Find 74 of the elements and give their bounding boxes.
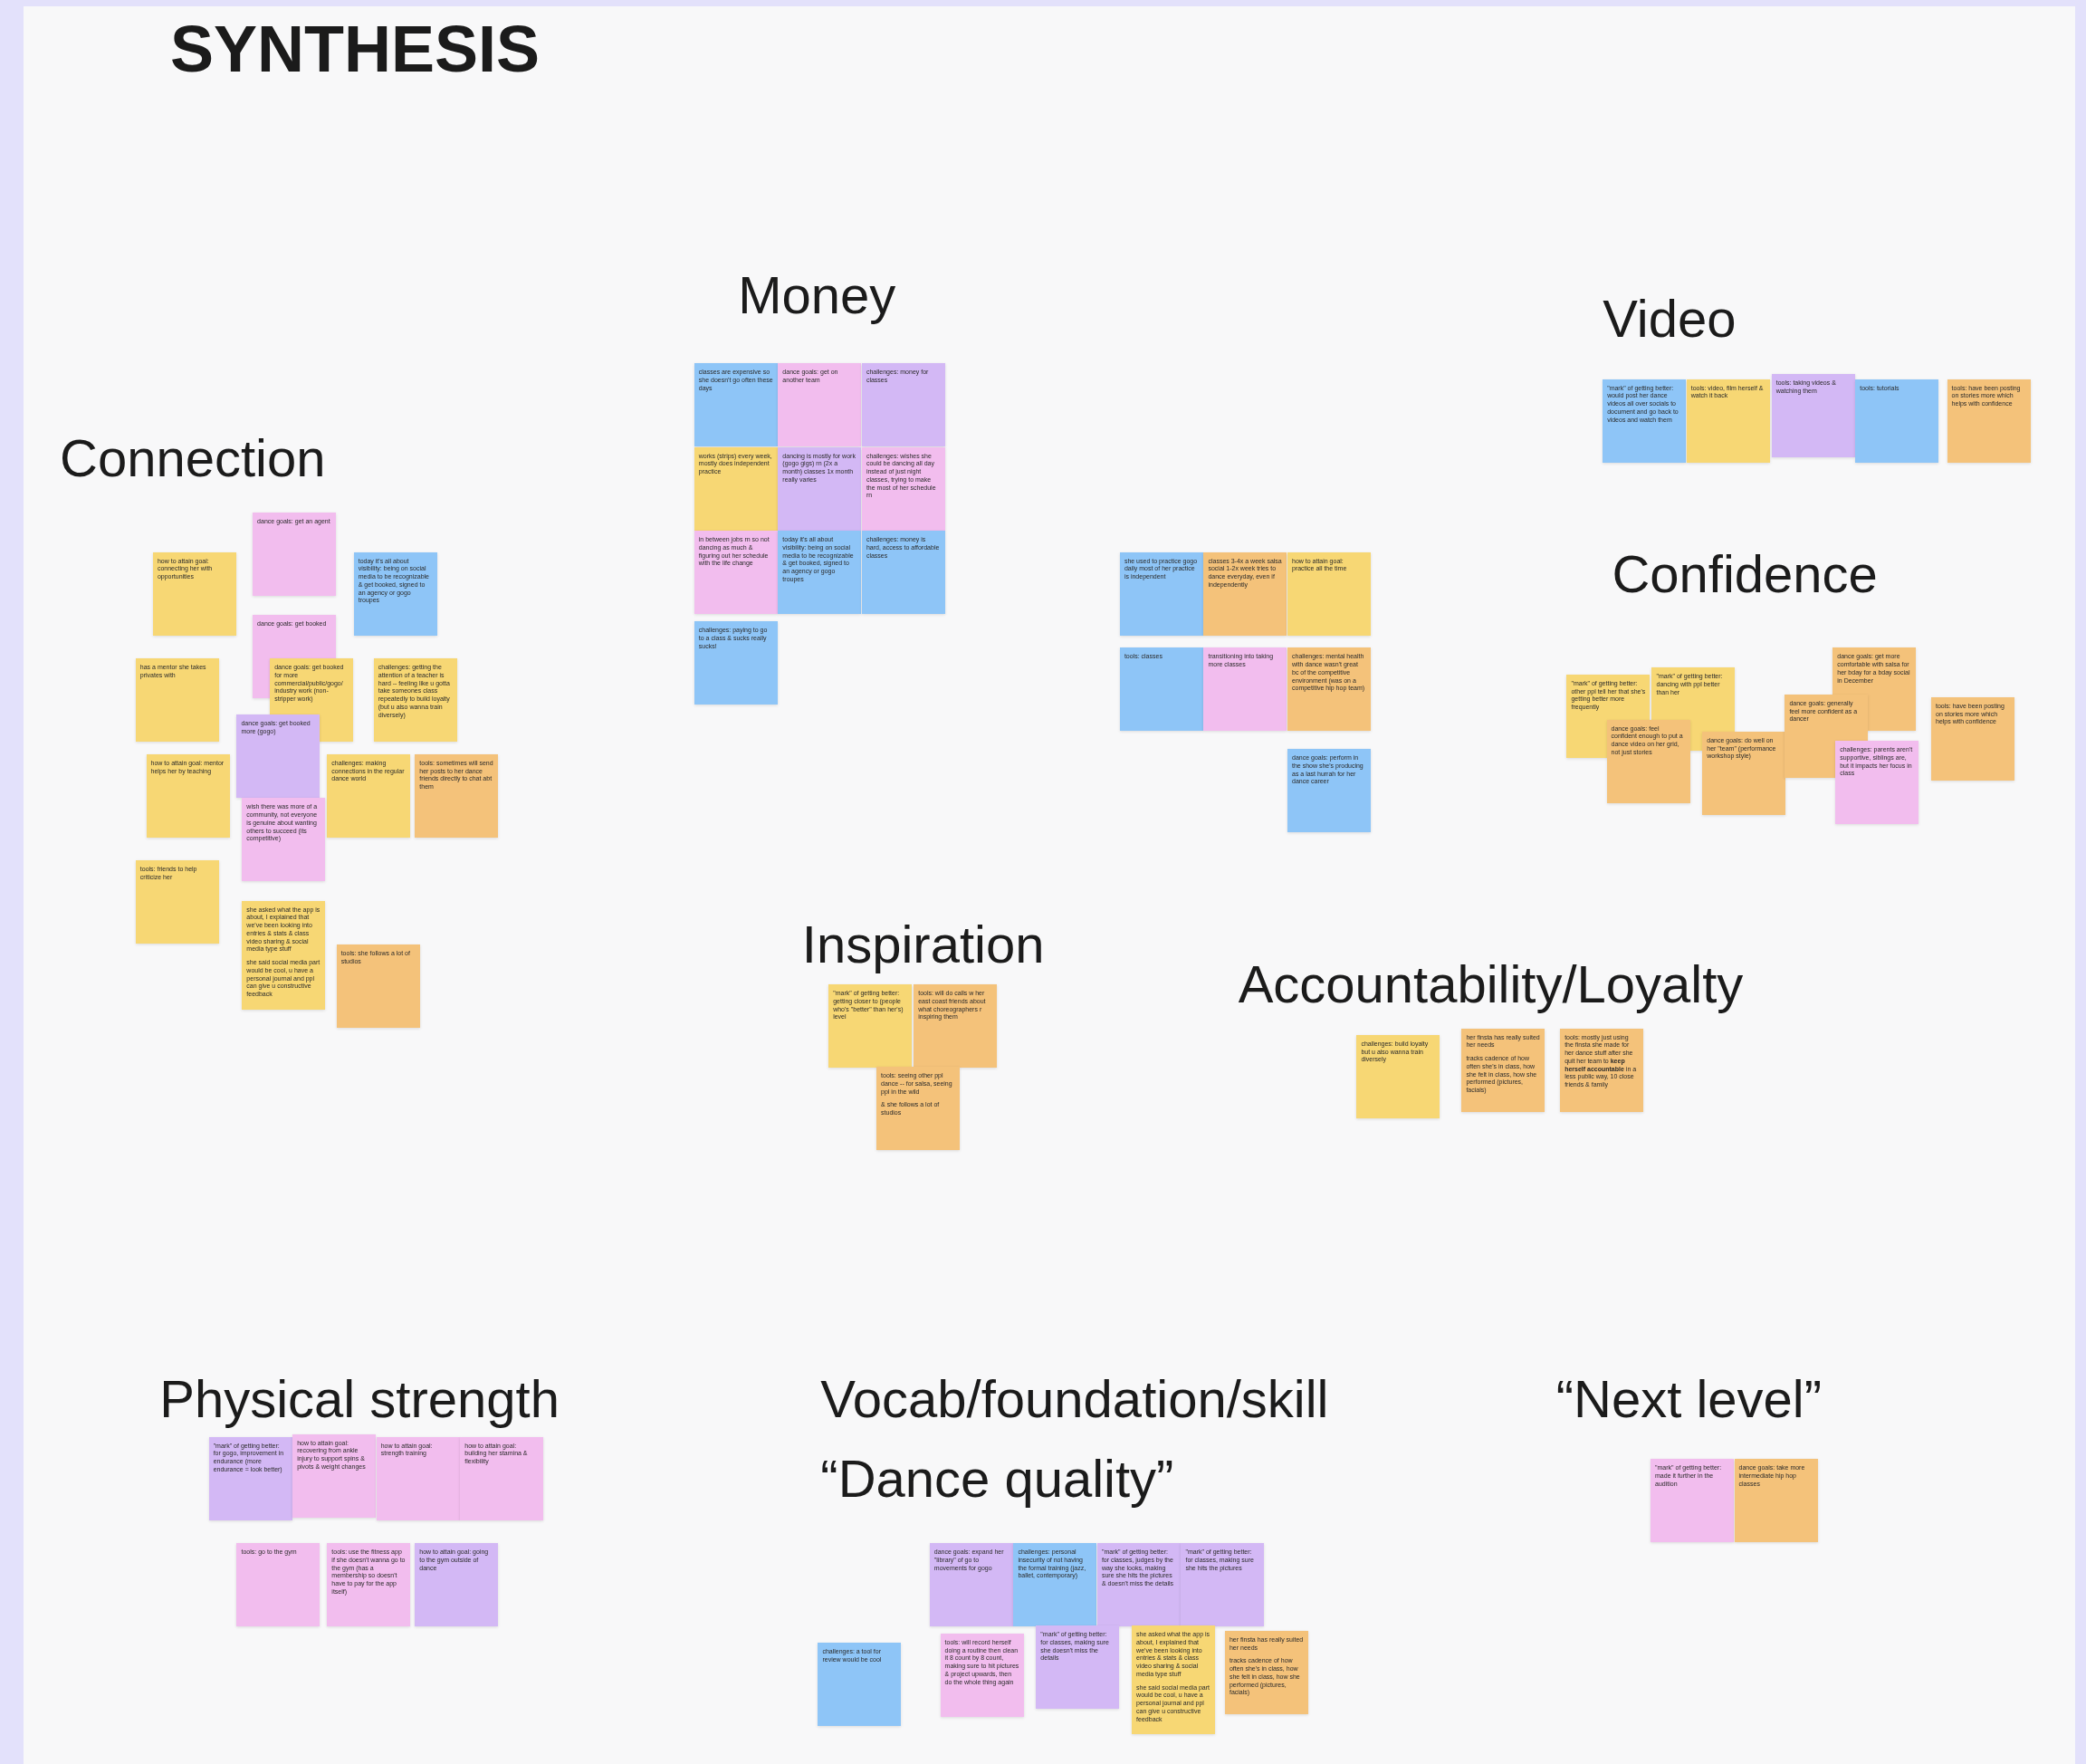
sticky-note — [242, 798, 326, 882]
sticky-note — [236, 714, 321, 798]
sticky-note — [1855, 379, 1939, 463]
cluster-heading: Money — [738, 265, 896, 324]
sticky-note — [1132, 1625, 1216, 1735]
sticky-note — [1734, 1459, 1818, 1543]
sticky-note — [861, 363, 945, 447]
cluster-heading: Physical strength — [159, 1370, 560, 1428]
sticky-note — [1119, 551, 1203, 636]
sticky-note — [818, 1643, 902, 1727]
sticky-note — [460, 1436, 544, 1520]
sticky-note — [1702, 731, 1786, 815]
sticky-note — [1181, 1543, 1265, 1627]
sticky-note — [1651, 1459, 1734, 1543]
sticky-note — [1203, 647, 1287, 732]
sticky-note — [1947, 379, 2031, 463]
sticky-note — [146, 753, 230, 838]
sticky-note — [336, 944, 420, 1028]
sticky-note — [1287, 749, 1371, 833]
cluster-heading: “Dance quality” — [820, 1450, 1174, 1508]
sticky-note — [1461, 1028, 1545, 1112]
sticky-note — [353, 551, 437, 636]
sticky-note — [778, 446, 862, 531]
cluster-heading: Video — [1603, 290, 1737, 349]
sticky-note — [1203, 551, 1287, 636]
sticky-note — [694, 621, 778, 705]
sticky-note — [861, 531, 945, 615]
sticky-note — [914, 984, 998, 1069]
cluster-heading: “Next level” — [1555, 1370, 1822, 1428]
sticky-note — [327, 1543, 411, 1627]
cluster-heading: Inspiration — [801, 915, 1045, 973]
sticky-note — [292, 1433, 377, 1518]
sticky-note — [778, 363, 862, 447]
sticky-note — [415, 753, 499, 838]
sticky-note — [152, 551, 236, 636]
sticky-note — [1931, 696, 2014, 781]
sticky-note — [135, 860, 219, 944]
sticky-note — [1096, 1543, 1181, 1627]
sticky-note — [861, 446, 945, 531]
sticky-note — [236, 1543, 321, 1627]
sticky-note — [327, 753, 411, 838]
sticky-note — [253, 512, 337, 596]
sticky-note — [1606, 719, 1690, 803]
sticky-note — [242, 900, 326, 1010]
board-title: SYNTHESIS — [170, 13, 541, 85]
sticky-note — [828, 984, 913, 1069]
sticky-note — [1603, 379, 1687, 463]
sticky-note — [1356, 1034, 1440, 1118]
cluster-heading: Connection — [60, 429, 326, 488]
cluster-heading: Vocab/foundation/skill — [820, 1370, 1329, 1428]
sticky-note — [1013, 1543, 1097, 1627]
sticky-note — [929, 1543, 1013, 1627]
sticky-note — [208, 1436, 292, 1520]
sticky-note — [1686, 379, 1770, 463]
cluster-heading: Confidence — [1612, 545, 1878, 604]
sticky-note — [694, 531, 778, 615]
sticky-note — [1560, 1028, 1644, 1112]
sticky-note — [415, 1543, 499, 1627]
sticky-note — [1771, 373, 1855, 457]
sticky-note — [1287, 647, 1371, 732]
sticky-note — [1224, 1631, 1308, 1714]
sticky-note — [373, 658, 457, 743]
cluster-heading: Accountability/Loyalty — [1238, 954, 1744, 1013]
sticky-note — [376, 1436, 460, 1520]
sticky-note — [1287, 551, 1371, 636]
sticky-note — [694, 363, 778, 447]
sticky-note — [694, 446, 778, 531]
sticky-note — [876, 1067, 961, 1151]
sticky-note — [135, 658, 219, 743]
sticky-note — [1119, 647, 1203, 732]
sticky-note — [1835, 741, 1919, 825]
sticky-note — [1036, 1625, 1120, 1710]
sticky-note — [940, 1633, 1024, 1717]
sticky-note — [778, 531, 862, 615]
